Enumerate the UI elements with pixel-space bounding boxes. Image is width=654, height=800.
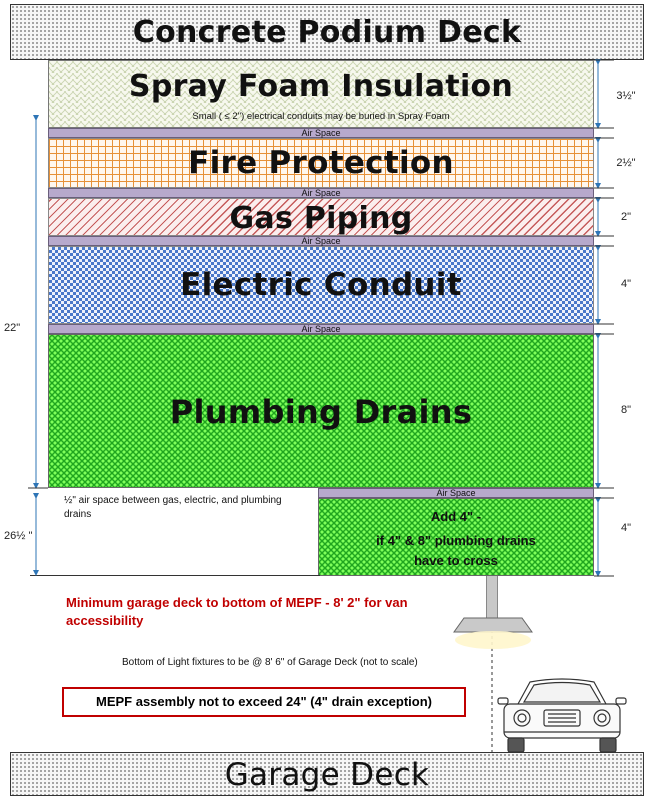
dim-total-22: 22" bbox=[4, 322, 21, 334]
spray-foam-label: Spray Foam Insulation bbox=[128, 69, 514, 104]
light-fixture-note: Bottom of Light fixtures to be @ 8' 6" o… bbox=[122, 657, 418, 668]
add-four-inch-line3: have to cross bbox=[414, 553, 498, 568]
fire-protection-layer: Fire Protection bbox=[48, 138, 594, 188]
electric-conduit-layer: Electric Conduit bbox=[48, 246, 594, 324]
gas-piping-layer: Gas Piping bbox=[48, 198, 594, 236]
dim-electric: 4" bbox=[620, 278, 632, 290]
mepf-limit-note: MEPF assembly not to exceed 24" (4" drai… bbox=[62, 687, 466, 717]
air-space-5: Air Space bbox=[318, 488, 594, 498]
spray-foam-layer: Spray Foam Insulation Small ( ≤ 2") elec… bbox=[48, 60, 594, 128]
spray-foam-note: Small ( ≤ 2") electrical conduits may be… bbox=[192, 111, 450, 122]
gas-piping-label: Gas Piping bbox=[229, 201, 413, 236]
add-four-inch-line2: if 4" & 8" plumbing drains bbox=[376, 533, 536, 548]
dim-gas: 2" bbox=[620, 211, 632, 223]
light-fixture-stem bbox=[486, 576, 498, 618]
light-fixture-icon bbox=[453, 617, 533, 649]
electric-conduit-label: Electric Conduit bbox=[180, 267, 462, 303]
dim-add4: 4" bbox=[620, 522, 632, 534]
concrete-podium-deck-label: Concrete Podium Deck bbox=[132, 15, 522, 50]
car-front-icon bbox=[497, 678, 627, 753]
air-space-4: Air Space bbox=[48, 324, 594, 334]
concrete-podium-deck: Concrete Podium Deck bbox=[10, 4, 644, 60]
air-space-3: Air Space bbox=[48, 236, 594, 246]
add-four-inch-line1: Add 4" - bbox=[430, 509, 482, 524]
plumbing-drains-label: Plumbing Drains bbox=[169, 393, 473, 431]
mepf-bottom-line bbox=[30, 575, 320, 576]
garage-deck-label: Garage Deck bbox=[224, 757, 430, 793]
plumbing-drains-layer: Plumbing Drains bbox=[48, 334, 594, 488]
dim-spray-foam: 3½" bbox=[616, 90, 636, 102]
minimum-garage-note: Minimum garage deck to bottom of MEPF - … bbox=[66, 595, 408, 628]
dim-total-26: 26½ " bbox=[4, 530, 33, 542]
air-space-2: Air Space bbox=[48, 188, 594, 198]
dim-fire: 2½" bbox=[616, 157, 636, 169]
dim-plumbing: 8" bbox=[620, 404, 632, 416]
air-space-1: Air Space bbox=[48, 128, 594, 138]
garage-deck: Garage Deck bbox=[10, 752, 644, 796]
fire-protection-label: Fire Protection bbox=[188, 145, 454, 181]
add-four-inch-layer: Add 4" - if 4" & 8" plumbing drains have… bbox=[318, 498, 594, 576]
air-space-note: ½" air space between gas, electric, and … bbox=[64, 495, 282, 520]
